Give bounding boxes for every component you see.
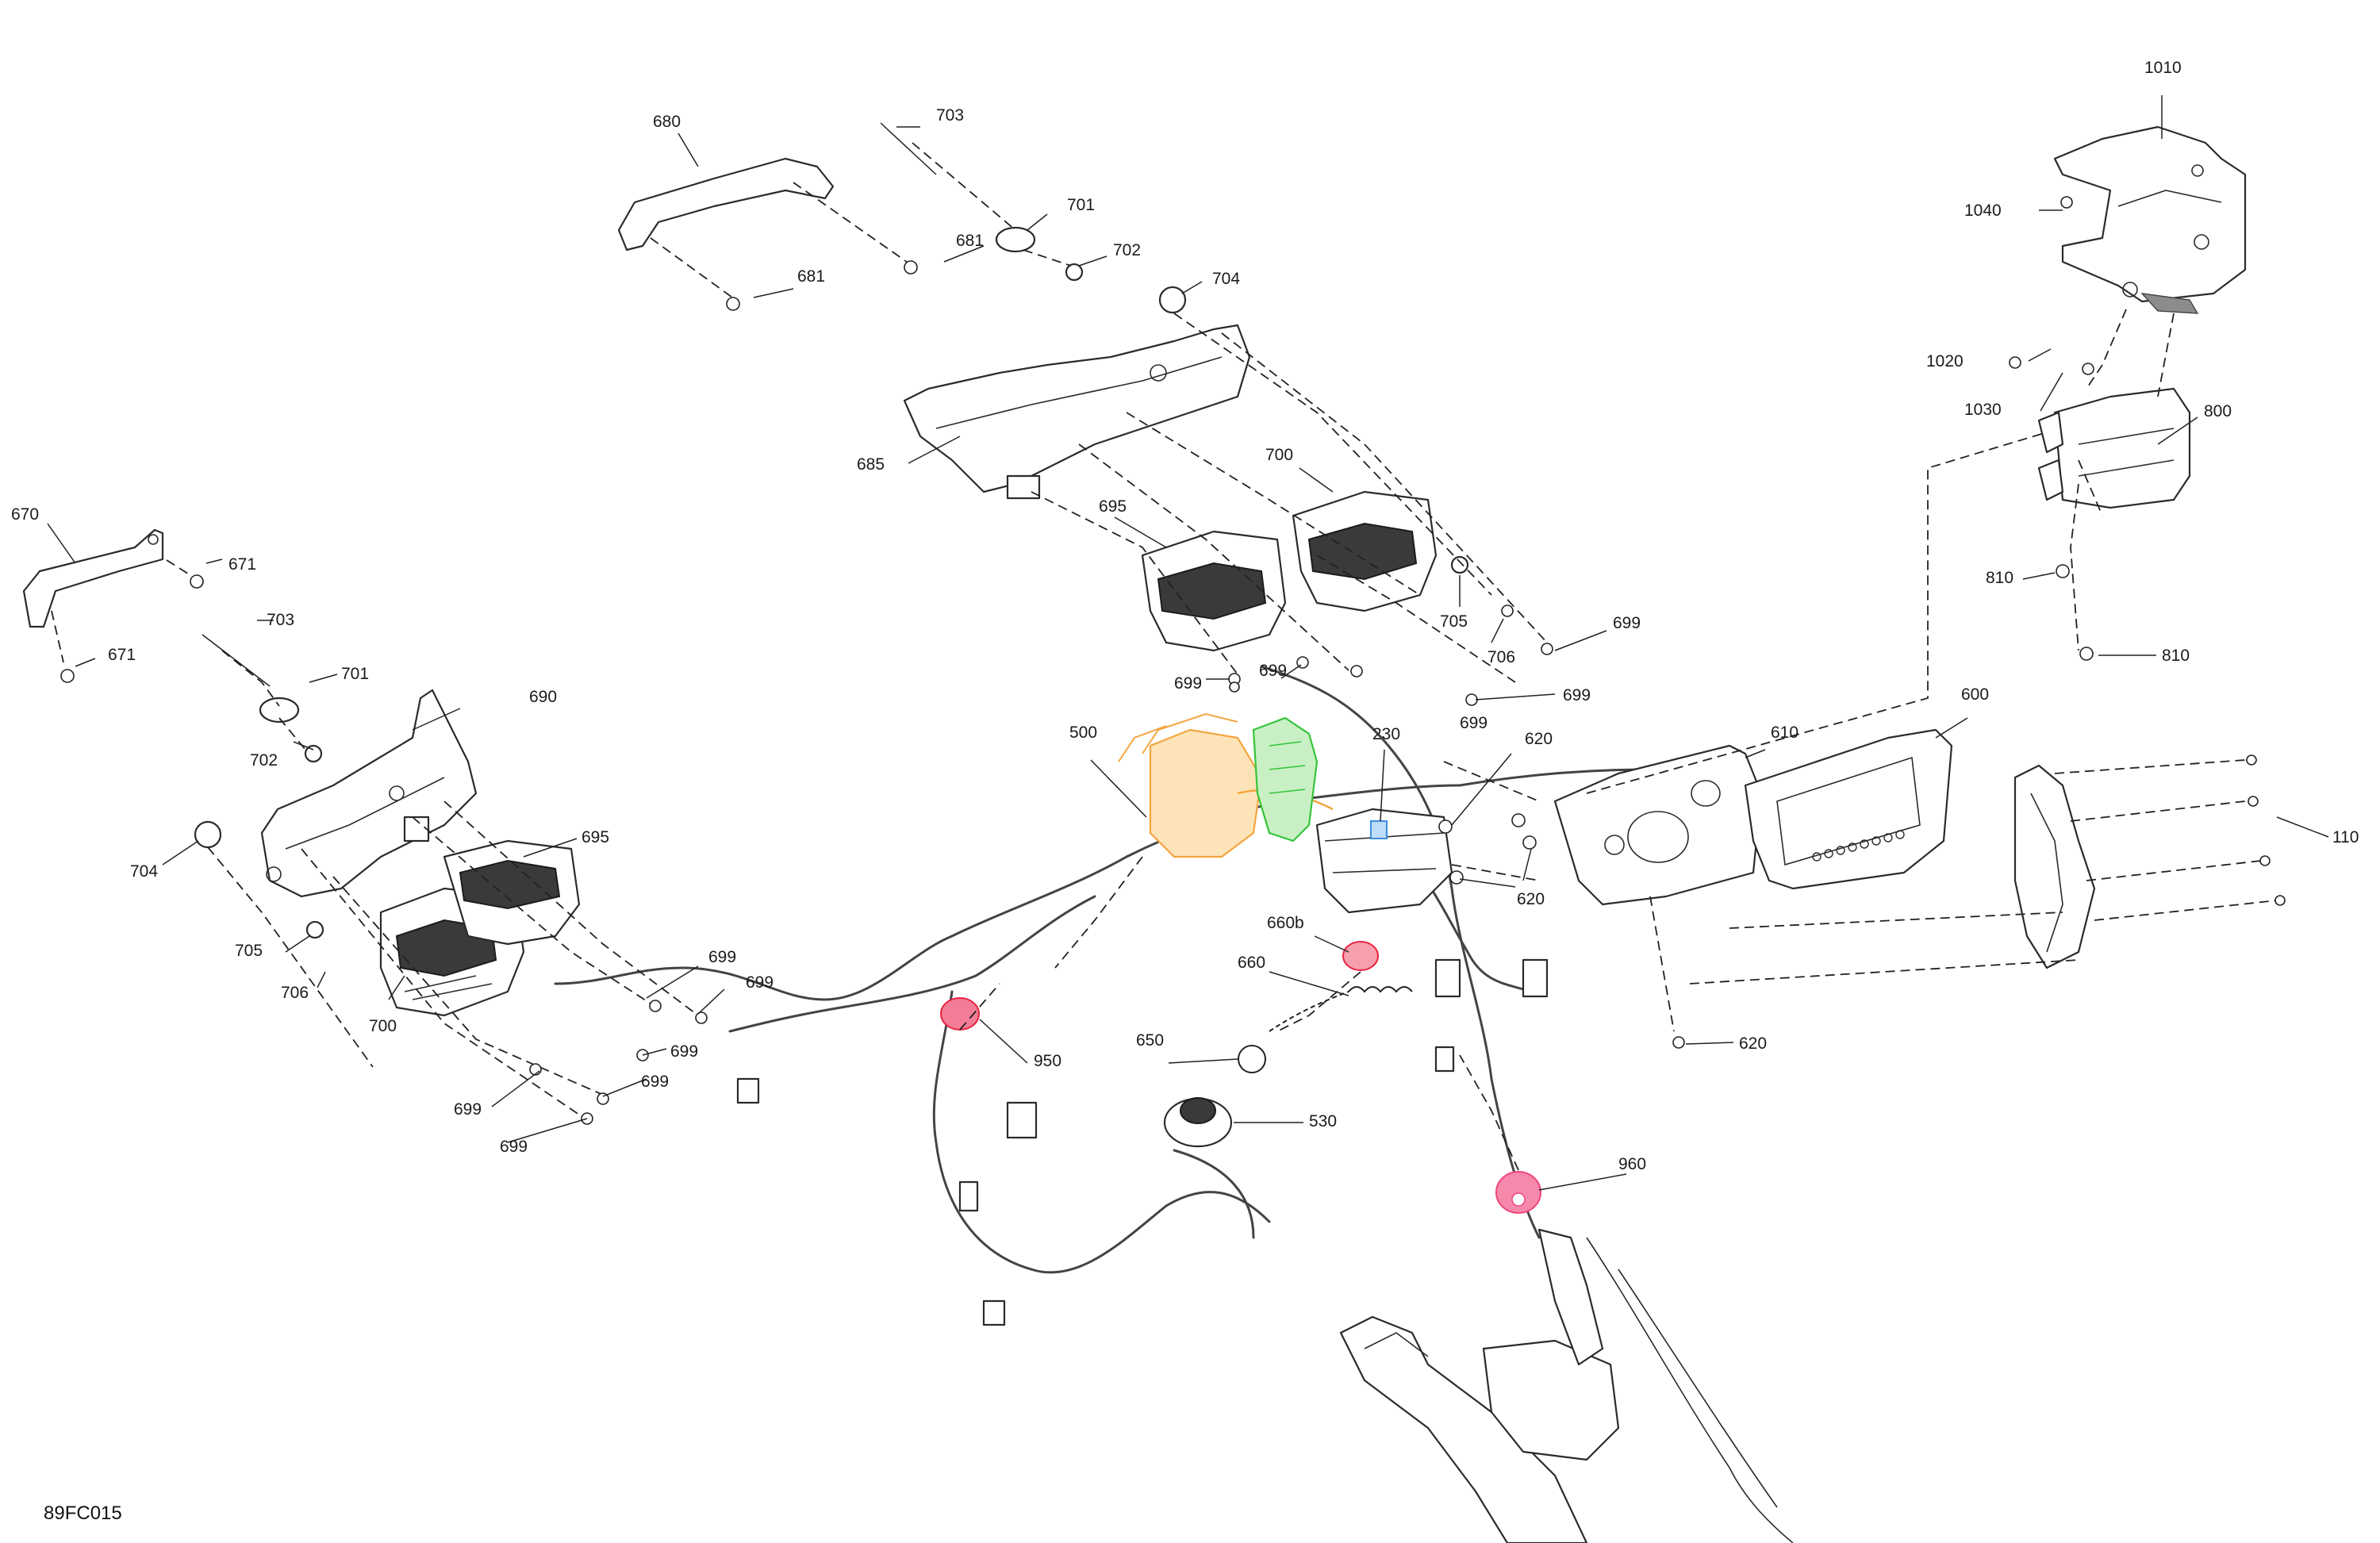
callout-660b: 660b: [1267, 914, 1304, 932]
callout-1030: 1030: [1964, 401, 2002, 419]
callout-670: 670: [11, 505, 39, 524]
callout-620: 620: [1517, 890, 1545, 908]
callout-500: 500: [1069, 724, 1097, 742]
callout-960: 960: [1618, 1155, 1646, 1173]
callout-699: 699: [500, 1138, 528, 1156]
connector-660b-red: [1342, 941, 1379, 971]
switch-960-pink: [1495, 1171, 1541, 1214]
nut-705-left: [305, 920, 324, 939]
callout-704: 704: [130, 862, 158, 881]
callout-706: 706: [281, 984, 309, 1002]
callout-800: 800: [2204, 402, 2232, 420]
callout-700: 700: [1265, 446, 1293, 464]
callout-685: 685: [857, 455, 885, 474]
callout-1040: 1040: [1964, 202, 2002, 220]
callout-699: 699: [708, 948, 736, 966]
callout-695: 695: [1099, 497, 1127, 516]
headlight-695-right: [1141, 530, 1287, 652]
bracket-1010: [2053, 125, 2247, 314]
callout-699: 699: [746, 973, 774, 992]
bolt-703-right: [880, 122, 937, 175]
gauge-housing-610: [1553, 744, 1763, 906]
fasteners: [60, 196, 2286, 1125]
relay-box: [1315, 808, 1453, 914]
callout-671: 671: [108, 646, 136, 664]
callout-699: 699: [1174, 674, 1202, 693]
callout-620: 620: [1525, 730, 1553, 748]
callout-699: 699: [1563, 686, 1591, 704]
knob-530: [1163, 1097, 1233, 1148]
cable-660: [1269, 986, 1413, 1032]
callout-660: 660: [1238, 954, 1265, 972]
callout-699: 699: [1613, 614, 1641, 632]
diagram-code: 89FC015: [44, 1503, 122, 1524]
callout-703: 703: [267, 611, 294, 629]
callout-681: 681: [797, 267, 825, 286]
display-600: [1744, 728, 1953, 890]
nut-705-right: [1450, 555, 1469, 574]
fuse-box-green: [1252, 716, 1319, 843]
headlight-700-right: [1292, 490, 1438, 612]
callout-810: 810: [2162, 647, 2190, 665]
leader-lines: [47, 95, 2329, 1191]
callout-699: 699: [1259, 662, 1287, 680]
callout-695: 695: [582, 828, 609, 846]
callout-230: 230: [1372, 725, 1400, 743]
callout-705: 705: [1440, 612, 1468, 631]
headlight-695-left: [443, 839, 581, 946]
callout-701: 701: [341, 665, 369, 683]
bolt-703-left: [202, 634, 271, 687]
callout-labels: 670 671 671 703 701 702 690 704 695 705 …: [11, 59, 2359, 1524]
callout-530: 530: [1309, 1112, 1337, 1130]
bracket-110: [2013, 764, 2096, 969]
nut-702-right: [1065, 263, 1084, 282]
callout-699: 699: [670, 1042, 698, 1061]
callout-705: 705: [235, 942, 263, 960]
callout-1010: 1010: [2144, 59, 2182, 77]
callout-810: 810: [1986, 569, 2013, 587]
callout-690: 690: [529, 688, 557, 706]
callout-699: 699: [1460, 714, 1488, 732]
grommet-704-right: [1158, 286, 1187, 314]
callout-706: 706: [1488, 648, 1515, 666]
grommet-704-left: [194, 820, 222, 849]
callout-702: 702: [1113, 241, 1141, 259]
ring-650: [1238, 1045, 1266, 1073]
callout-671: 671: [228, 555, 256, 574]
fuse-230-blue: [1370, 820, 1388, 839]
callout-610: 610: [1771, 724, 1798, 742]
handle-670: [22, 528, 164, 628]
handle-680: [617, 157, 835, 251]
connectors-left: [736, 958, 1549, 1326]
callout-703: 703: [936, 106, 964, 125]
callout-699: 699: [641, 1073, 669, 1091]
callout-702: 702: [250, 751, 278, 770]
callout-699: 699: [454, 1100, 482, 1119]
callout-620: 620: [1739, 1034, 1767, 1053]
module-500-orange: [1118, 712, 1334, 858]
callout-680: 680: [653, 113, 681, 131]
bracket-690: [260, 689, 478, 898]
bracket-685: [903, 324, 1251, 500]
callout-700: 700: [369, 1017, 397, 1035]
washer-701-right: [995, 226, 1036, 253]
washer-701-left: [259, 697, 300, 724]
callout-701: 701: [1067, 196, 1095, 214]
callout-681: 681: [956, 232, 984, 250]
callout-110: 110: [2332, 828, 2359, 846]
callout-950: 950: [1034, 1052, 1061, 1070]
callout-650: 650: [1136, 1031, 1164, 1050]
callout-1020: 1020: [1926, 352, 1964, 370]
nut-702-left: [304, 744, 323, 763]
callout-704: 704: [1212, 270, 1240, 288]
callout-600: 600: [1961, 685, 1989, 704]
module-800: [2037, 387, 2191, 509]
steering-support-frame: [1339, 1228, 1794, 1543]
